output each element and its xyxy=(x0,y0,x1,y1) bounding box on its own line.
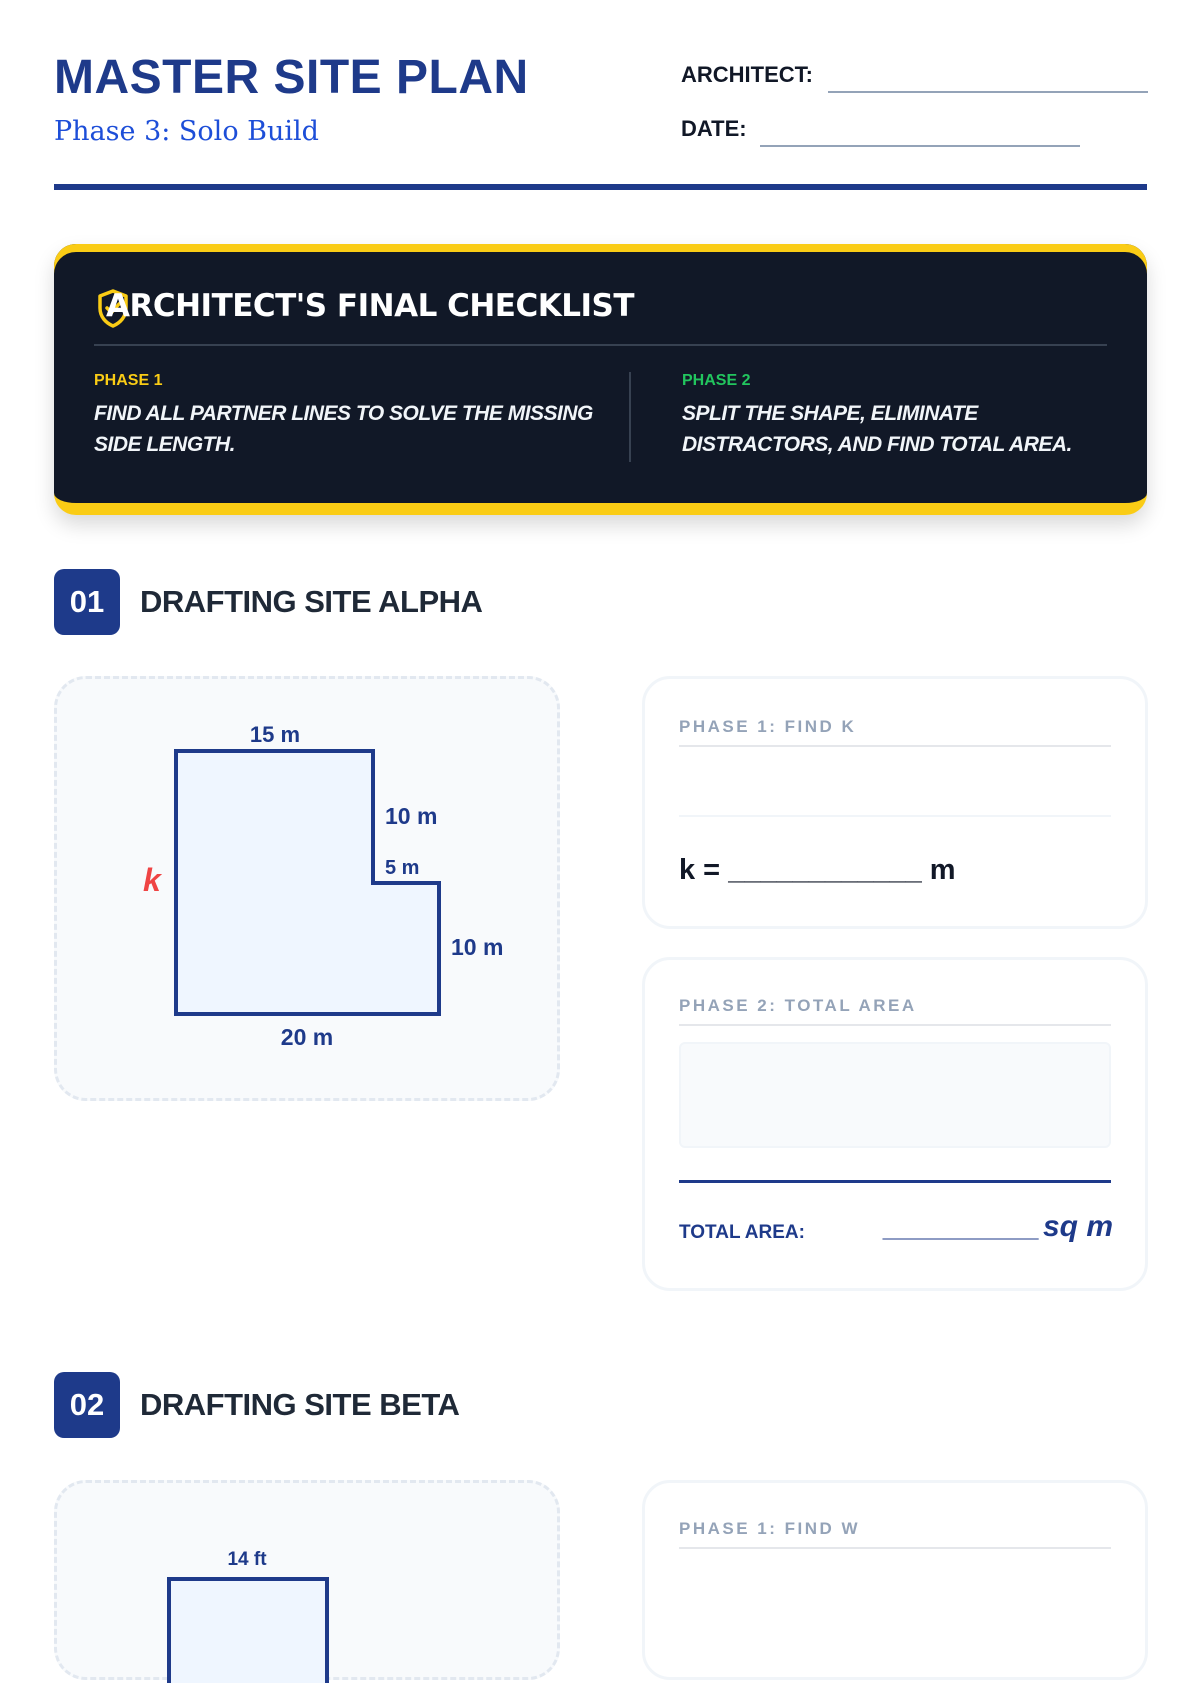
page-title: MASTER SITE PLAN xyxy=(54,51,529,104)
dim-bottom: 20 m xyxy=(281,1024,333,1050)
dim-top: 14 ft xyxy=(227,1549,267,1570)
site-alpha-diagram: 15 m 10 m 5 m 10 m 20 m k xyxy=(54,676,560,1101)
answer-prefix: k = xyxy=(679,854,721,886)
phase2-answer-card: PHASE 2: TOTAL AREA TOTAL AREA: ________… xyxy=(642,957,1148,1291)
section-number-badge: 01 xyxy=(54,569,120,635)
phase-text: SPLIT THE SHAPE, ELIMINATE DISTRACTORS, … xyxy=(682,402,1072,456)
total-divider xyxy=(679,1180,1111,1183)
site-beta-diagram: 14 ft xyxy=(54,1480,560,1683)
l-shape-figure: 15 m 10 m 5 m 10 m 20 m k xyxy=(143,722,503,1050)
page-subtitle: Phase 3: Solo Build xyxy=(54,116,319,147)
beta-shape-figure: 14 ft xyxy=(167,1549,329,1683)
architect-field[interactable] xyxy=(828,91,1148,93)
total-area-blank[interactable]: __________ xyxy=(882,1211,1039,1242)
work-divider[interactable] xyxy=(679,815,1111,817)
beta-phase1-answer-card: PHASE 1: FIND W xyxy=(642,1480,1148,1680)
total-area-label: TOTAL AREA: xyxy=(679,1222,805,1243)
header-divider xyxy=(54,184,1147,190)
label-divider xyxy=(679,745,1111,747)
checklist-phase-1: PHASE 1 FIND ALL PARTNER LINES TO SOLVE … xyxy=(94,372,594,460)
final-checklist-card: PHASE 1 FIND ALL PARTNER LINES TO SOLVE … xyxy=(54,244,1147,515)
dim-right-lower: 10 m xyxy=(451,934,503,960)
k-answer-row: k = ____________ m xyxy=(679,854,956,887)
dim-step: 5 m xyxy=(385,857,419,879)
phase-divider xyxy=(629,372,631,462)
checklist-title: ARCHITECT'S FINAL CHECKLIST xyxy=(106,288,635,324)
l-shape xyxy=(174,749,441,1016)
phase1-answer-card: PHASE 1: FIND K k = ____________ m xyxy=(642,676,1148,929)
dim-right-upper: 10 m xyxy=(385,803,437,829)
dim-top: 15 m xyxy=(250,722,300,747)
answer-unit: m xyxy=(929,854,956,886)
work-area[interactable] xyxy=(679,1042,1111,1148)
phase1-label: PHASE 1: FIND K xyxy=(679,717,857,736)
phase-label: PHASE 2 xyxy=(682,372,751,389)
architect-label: ARCHITECT: xyxy=(681,62,813,87)
shield-check-icon xyxy=(98,289,128,328)
section-title: DRAFTING SITE BETA xyxy=(140,1387,460,1422)
date-field[interactable] xyxy=(760,145,1080,147)
section-number-badge: 02 xyxy=(54,1372,120,1438)
section-title: DRAFTING SITE ALPHA xyxy=(140,584,483,619)
phase2-label: PHASE 2: TOTAL AREA xyxy=(679,996,917,1015)
checklist-phase-2: PHASE 2 SPLIT THE SHAPE, ELIMINATE DISTR… xyxy=(682,372,1102,460)
phase1-label: PHASE 1: FIND W xyxy=(679,1519,861,1538)
label-divider xyxy=(679,1024,1111,1026)
k-answer-blank[interactable]: ____________ xyxy=(728,854,922,886)
phase-text: FIND ALL PARTNER LINES TO SOLVE THE MISS… xyxy=(94,402,593,456)
checklist-divider xyxy=(94,344,1107,346)
phase-label: PHASE 1 xyxy=(94,372,163,389)
total-area-unit: sq m xyxy=(1042,1210,1113,1243)
date-label: DATE: xyxy=(681,116,747,141)
total-area-row: __________ sq m xyxy=(883,1210,1113,1244)
unknown-k: k xyxy=(143,862,163,898)
beta-shape xyxy=(167,1577,329,1683)
label-divider xyxy=(679,1547,1111,1549)
